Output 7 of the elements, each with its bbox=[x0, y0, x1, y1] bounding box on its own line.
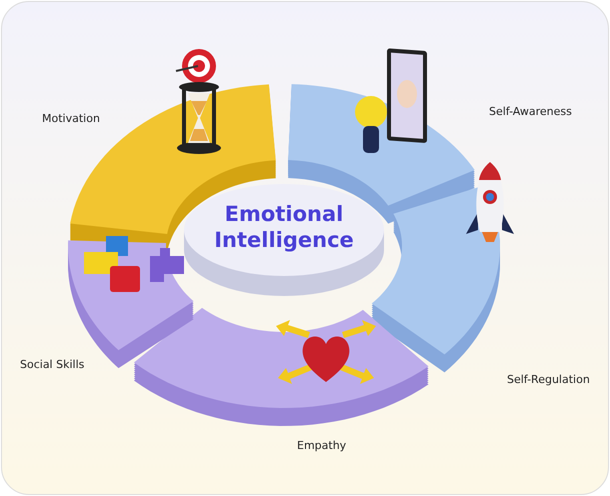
segment-label: Self-Awareness bbox=[489, 105, 572, 118]
segment-label: Empathy bbox=[297, 439, 346, 452]
center-title: Emotional Intelligence bbox=[213, 201, 355, 254]
center-disc bbox=[182, 184, 386, 296]
segment-label: Social Skills bbox=[20, 358, 84, 371]
segment-label: Motivation bbox=[42, 112, 100, 125]
segment-label: Self-Regulation bbox=[507, 373, 590, 386]
